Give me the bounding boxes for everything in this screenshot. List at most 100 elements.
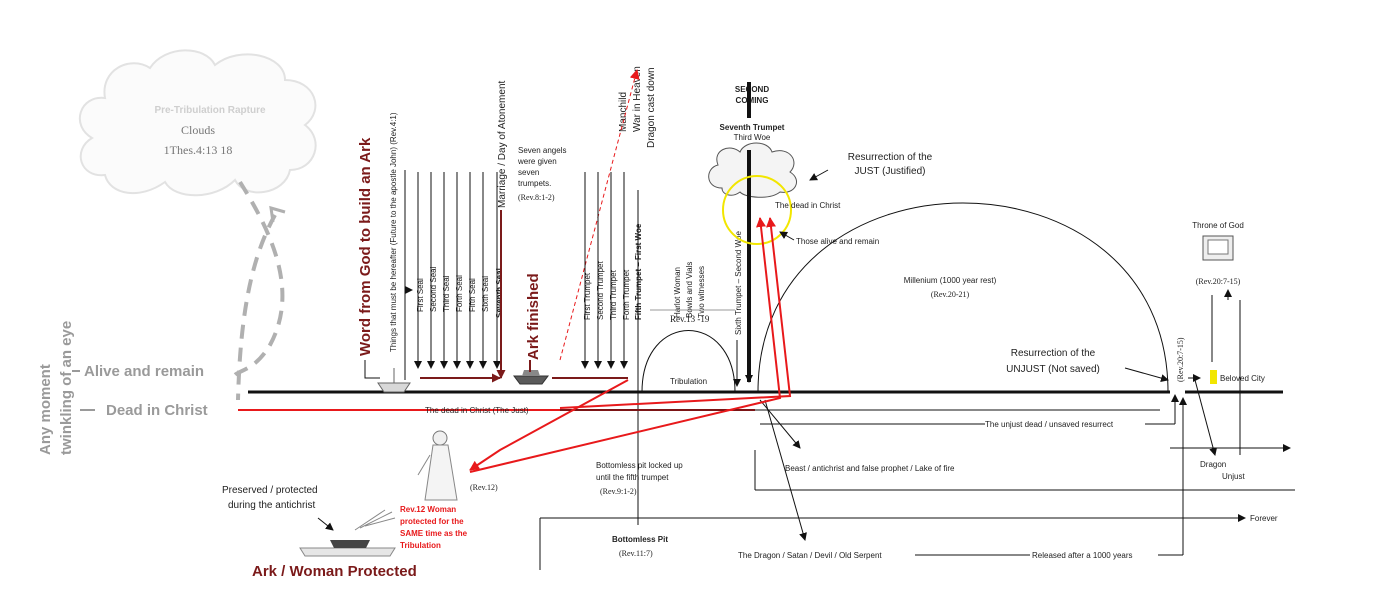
angels-ref: (Rev.8:1-2): [518, 193, 555, 202]
preserved-arrow: [317, 517, 334, 531]
manchild-line-1: Manchild: [618, 92, 629, 132]
res-unjust-line-1: Resurrection of the: [1011, 348, 1096, 359]
resurrection-halo: [722, 175, 792, 245]
res-just-line-1: Resurrection of the: [848, 152, 933, 163]
trumpet-label-4: Forth Trumpet: [622, 269, 631, 320]
ark-bracket: [364, 360, 380, 379]
manchild-line-3: Dragon cast down: [646, 67, 657, 148]
trumpet-label-1: First Trumpet: [583, 272, 592, 320]
angels-line-1: Seven angels: [518, 146, 566, 155]
rapture-clouds: Clouds: [181, 123, 215, 137]
rapture-ref: 1Thes.4:13 18: [164, 143, 233, 157]
forever-label: Forever: [1250, 514, 1278, 523]
twinkling-label: twinkling of an eye: [58, 321, 75, 455]
res-just-line-2: JUST (Justified): [855, 166, 926, 177]
seventh-trumpet-label: Seventh Trumpet: [720, 123, 785, 132]
preserved-1: Preserved / protected: [222, 485, 318, 496]
angels-line-4: trumpets.: [518, 179, 551, 188]
ark-sketch-left: [377, 368, 411, 393]
pit-locked-1: Bottomless pit locked up: [596, 461, 683, 470]
woman-sketch: [417, 430, 458, 501]
dead-in-christ-cloud-label: The dead in Christ: [775, 201, 841, 210]
rev12-ref: (Rev.12): [470, 483, 498, 492]
rapture-red-arrow-2: [559, 217, 792, 409]
res-unjust-arrow: [1124, 367, 1169, 382]
rev12-woman-4: Tribulation: [400, 541, 441, 550]
trumpet-label-3: Third Trumpet: [609, 269, 618, 320]
harlot-line-2: Bowls and Vials: [685, 262, 694, 318]
seal-label-3: Third Seal: [442, 275, 451, 312]
tribulation-label: Tribulation: [670, 377, 707, 386]
beloved-city-label: Beloved City: [1220, 374, 1265, 383]
res-unjust-line-2: UNJUST (Not saved): [1006, 364, 1100, 375]
beast-arrow: [759, 399, 801, 449]
things-hereafter-label: Things that must be hereafter (Future to…: [389, 112, 398, 352]
angels-line-3: seven: [518, 168, 539, 177]
unjust-dead-label: The unjust dead / unsaved resurrect: [985, 420, 1114, 429]
those-alive-arrow: [779, 231, 795, 241]
seal-label-2: Second Seal: [429, 266, 438, 312]
throne-label: Throne of God: [1192, 221, 1244, 230]
woman-red-arrow: [469, 379, 629, 471]
ark-sketch-finished: [513, 370, 549, 385]
pit-ref: (Rev.11:7): [619, 549, 653, 558]
sixth-trumpet-label: Sixth Trumpet – Second Woe: [734, 231, 743, 335]
seal-label-6: Sixth Seal: [481, 276, 490, 312]
pit-label: Bottomless Pit: [612, 535, 668, 544]
tribulation-arc: [641, 330, 736, 393]
millenium-label: Millenium (1000 year rest): [904, 276, 997, 285]
rapture-title: Pre-Tribulation Rapture: [154, 105, 266, 116]
preserved-2: during the antichrist: [228, 500, 315, 511]
unjust-label: Unjust: [1222, 472, 1245, 481]
dead-in-christ-just-label: The dead in Christ (The Just): [425, 406, 529, 415]
seal-label-7: Seventh Seal: [495, 268, 504, 318]
harlot-line-3: Two witnesses: [697, 266, 706, 318]
dragon-arrow: [1194, 379, 1218, 456]
rev20-vertical-label: (Rev.20:7-15): [1176, 337, 1185, 382]
res-just-arrow: [809, 169, 829, 181]
dead-in-christ-label: Dead in Christ: [106, 402, 208, 419]
manchild-line-2: War in Heaven: [632, 66, 643, 132]
second-coming-cloud: [708, 142, 797, 198]
seal-label-1: First Seal: [416, 278, 425, 312]
throne-ref: (Rev.20:7-15): [1196, 277, 1241, 286]
seal-label-5: Fifth Seal: [468, 278, 477, 312]
trumpets-group: First Trumpet Second Trumpet Third Trump…: [581, 172, 631, 369]
those-alive-label: Those alive and remain: [796, 237, 879, 246]
dragon-satan-label: The Dragon / Satan / Devil / Old Serpent: [738, 551, 882, 560]
harlot-line-1: Harlot Woman: [673, 267, 682, 318]
beloved-city-marker: [1210, 370, 1217, 384]
trumpet-label-2: Second Trumpet: [596, 261, 605, 320]
second-coming-2: COMING: [736, 96, 769, 105]
rev12-woman-3: SAME time as the: [400, 529, 468, 538]
dragon-satan-arrow: [764, 399, 807, 541]
released-label: Released after a 1000 years: [1032, 551, 1133, 560]
seals-group: First Seal Second Seal Third Seal Forth …: [414, 172, 504, 369]
third-woe-label: Third Woe: [734, 133, 771, 142]
marriage-label: Marriage / Day of Atonement: [497, 80, 508, 208]
ark-woman-protected-label: Ark / Woman Protected: [252, 563, 417, 580]
seal-label-4: Forth Seal: [455, 275, 464, 312]
millenium-ref: (Rev.20-21): [931, 290, 970, 299]
alive-and-remain-label: Alive and remain: [84, 363, 204, 380]
word-from-god-label: Word from God to build an Ark: [357, 137, 374, 356]
harlot-ref: Rev.13 -19: [670, 314, 710, 324]
rapture-cloud: Pre-Tribulation Rapture Clouds 1Thes.4:1…: [78, 49, 317, 197]
dragon-label: Dragon: [1200, 460, 1226, 469]
beast-label: Beast / antichrist and false prophet / L…: [785, 464, 955, 473]
ark-on-water-sketch: [299, 509, 396, 557]
rapture-arrow-alive: [233, 180, 285, 377]
angels-line-2: were given: [517, 157, 557, 166]
millenium-arc: [757, 202, 1169, 393]
rapture-arrowhead: [269, 205, 286, 223]
pit-locked-2: until the fifth trumpet: [596, 473, 669, 482]
throne-icon: [1202, 235, 1234, 261]
rev12-woman-1: Rev.12 Woman: [400, 505, 456, 514]
any-moment-label: Any moment: [37, 364, 54, 455]
rev12-woman-2: protected for the: [400, 517, 464, 526]
pit-locked-ref: (Rev.9:1-2): [600, 487, 637, 496]
second-coming-1: SECOND: [735, 85, 769, 94]
rapture-arrow-dead: [236, 214, 277, 401]
rapture-red-arrow-1: [469, 217, 782, 473]
